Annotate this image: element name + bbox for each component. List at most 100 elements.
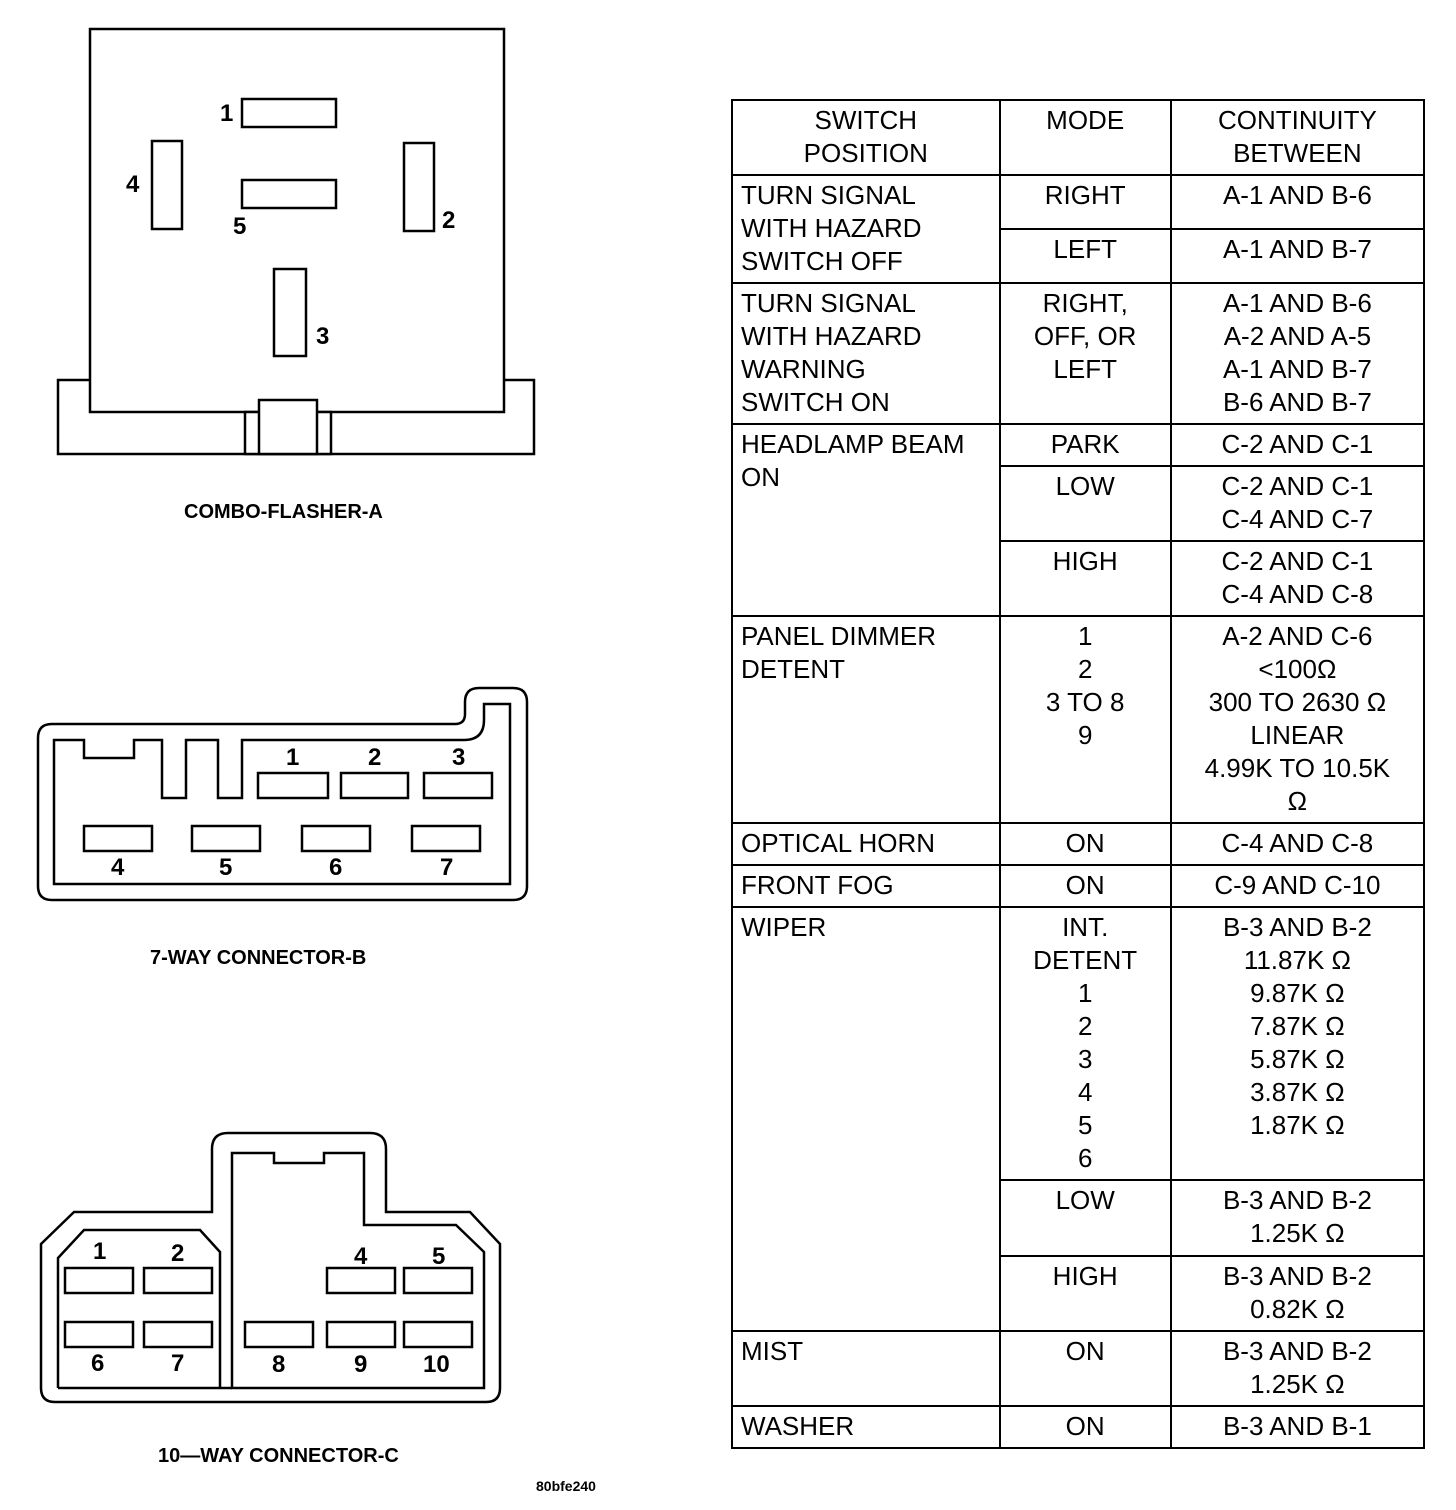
switch-position-cell: WIPER [731, 906, 1001, 1332]
pin-label: 4 [111, 854, 125, 881]
cell-line: 2 [1077, 654, 1093, 685]
cell-line: 3 TO 8 [1045, 687, 1125, 718]
cell-line: TURN SIGNAL [741, 288, 916, 319]
cell-line: 3 [1077, 1044, 1093, 1075]
cell-line: A-1 AND B-6 [1222, 180, 1372, 211]
pin-label: 1 [93, 1238, 107, 1265]
cell-line: PANEL DIMMER [741, 621, 937, 652]
cell-line: 1.25K Ω [1250, 1218, 1345, 1249]
cell-line: C-2 AND C-1 [1221, 546, 1374, 577]
ten-way-caption: 10—WAY CONNECTOR-C [158, 1445, 399, 1467]
cell-line: 300 TO 2630 Ω [1208, 687, 1387, 718]
pin-label: 8 [272, 1351, 286, 1378]
cell-line: A-1 AND B-7 [1222, 234, 1372, 265]
cell-line: B-3 AND B-2 [1222, 912, 1372, 943]
cell-line: HIGH [1052, 546, 1118, 577]
ten-way-outline [39, 1131, 502, 1404]
cell-line: HIGH [1052, 1260, 1118, 1291]
cell-line: Ω [1287, 786, 1308, 817]
cell-line: WITH HAZARD [741, 321, 922, 352]
mode-cell: HIGH [998, 540, 1172, 618]
cell-line: C-2 AND C-1 [1221, 471, 1374, 502]
cell-line: DETENT [1033, 945, 1138, 976]
cell-line: HEADLAMP BEAM [741, 429, 965, 460]
cell-line: C-4 AND C-8 [1221, 828, 1374, 859]
cell-line: 0.82K Ω [1250, 1293, 1345, 1324]
mode-cell: ON [998, 864, 1172, 909]
cell-line: FRONT FOG [741, 870, 894, 901]
cell-line: ON [1065, 870, 1105, 901]
cell-line: LEFT [1053, 234, 1117, 265]
cell-line: 1 [1077, 621, 1093, 652]
cell-line: WITH HAZARD [741, 213, 922, 244]
pin-label: 6 [329, 854, 343, 881]
mode-cell: ON [998, 1404, 1172, 1449]
cell-line: B-3 AND B-2 [1222, 1185, 1372, 1216]
pin-label: 4 [126, 171, 140, 198]
cell-line: RIGHT [1044, 180, 1126, 211]
pin-label: 1 [220, 100, 234, 127]
cell-line: ON [1065, 1410, 1105, 1441]
cell-line: SWITCH [814, 105, 918, 135]
pin-label: 2 [368, 744, 382, 771]
cell-line: TURN SIGNAL [741, 180, 916, 211]
cell-line: 3.87K Ω [1250, 1077, 1345, 1108]
switch-position-cell: OPTICAL HORN [731, 822, 1001, 867]
cell-line: 4.99K TO 10.5K [1204, 753, 1391, 784]
mode-cell: PARK [998, 423, 1172, 468]
cell-line: C-9 AND C-10 [1214, 870, 1381, 901]
mode-cell: LEFT [998, 228, 1172, 285]
cell-line: MIST [741, 1335, 804, 1366]
cell-line: 4 [1077, 1077, 1093, 1108]
seven-way-caption: 7-WAY CONNECTOR-B [150, 947, 367, 969]
pin-label: 1 [286, 744, 300, 771]
mode-cell: HIGH [998, 1254, 1172, 1332]
mode-cell: LOW [998, 1179, 1172, 1257]
pin-label: 4 [354, 1243, 368, 1270]
switch-position-cell: WASHER [731, 1404, 1001, 1449]
continuity-cell: C-4 AND C-8 [1169, 822, 1426, 867]
cell-line: LEFT [1053, 354, 1117, 385]
cell-line: RIGHT, [1042, 288, 1128, 319]
table-row: WASHER ON B-3 AND B-1 [731, 1404, 1426, 1449]
cell-line: SWITCH OFF [741, 246, 903, 277]
pin-label: 2 [442, 207, 456, 234]
cell-line: ON [741, 462, 780, 493]
continuity-cell: B-3 AND B-1 [1169, 1404, 1426, 1449]
cell-line: POSITION [803, 138, 928, 169]
pin-label: 3 [452, 744, 466, 771]
pin-label: 3 [316, 323, 330, 350]
continuity-cell: A-1 AND B-6 [1169, 174, 1426, 231]
cell-line: C-4 AND C-7 [1221, 504, 1374, 535]
continuity-cell: C-9 AND C-10 [1169, 864, 1426, 909]
cell-line: 1.25K Ω [1250, 1368, 1345, 1399]
cell-line: 5 [1077, 1110, 1093, 1141]
pin-label: 7 [171, 1350, 185, 1377]
cell-line: 5.87K Ω [1250, 1044, 1345, 1075]
cell-line: 7.87K Ω [1250, 1011, 1345, 1042]
continuity-cell: C-2 AND C-1 [1169, 423, 1426, 468]
cell-line: LOW [1055, 471, 1115, 502]
